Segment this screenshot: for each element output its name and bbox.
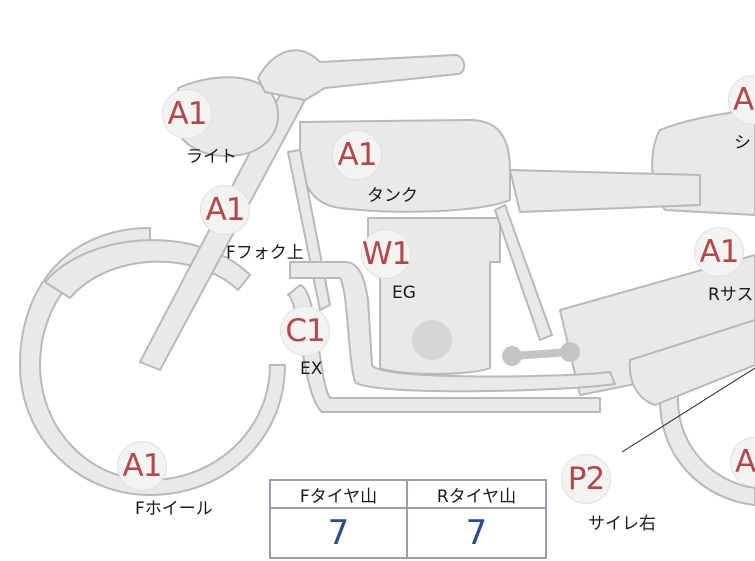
silencer-leader-line — [621, 367, 755, 453]
marker-rear-sus-code: A1 — [694, 227, 744, 277]
handlebar-shape — [257, 49, 466, 101]
frame-rail-shape — [509, 169, 701, 213]
marker-seat-label: シ — [734, 133, 751, 153]
marker-fork-code: A1 — [200, 185, 250, 235]
front-wheel-shape — [19, 227, 286, 496]
marker-front-wheel-code: A1 — [117, 441, 167, 491]
marker-light-code: A1 — [162, 89, 212, 139]
marker-tank-code: A1 — [332, 130, 382, 180]
marker-fork-label: Fフォク上 — [226, 243, 304, 263]
rear-frame-shape — [494, 204, 553, 341]
marker-seat-code: A — [728, 75, 755, 125]
marker-tank-label: タンク — [367, 186, 418, 206]
marker-engine-label: EG — [392, 283, 416, 303]
front-tire-header: Fタイヤ山 — [271, 481, 408, 509]
front-tire-value: 7 — [271, 509, 408, 557]
rear-tire-value: 7 — [465, 513, 488, 553]
marker-light-label: ライト — [186, 147, 237, 167]
tire-tread-table: Fタイヤ山 Rタイヤ山 7 7 — [269, 479, 547, 559]
rear-tire-header: Rタイヤ山 — [408, 481, 545, 509]
marker-silencer-label: サイレ右 — [588, 514, 656, 534]
marker-engine-code: W1 — [361, 229, 411, 279]
muffler-shape — [628, 319, 755, 406]
marker-silencer-code: P2 — [561, 454, 611, 504]
engine-cover-circle — [412, 320, 452, 360]
marker-rear-edge-code: A — [730, 437, 755, 487]
marker-front-wheel-label: Fホイール — [135, 499, 213, 519]
exhaust-upper-shape — [289, 261, 616, 393]
marker-exhaust-label: EX — [300, 359, 323, 379]
marker-rear-sus-label: Rサス — [708, 285, 754, 305]
marker-exhaust-code: C1 — [280, 306, 330, 356]
